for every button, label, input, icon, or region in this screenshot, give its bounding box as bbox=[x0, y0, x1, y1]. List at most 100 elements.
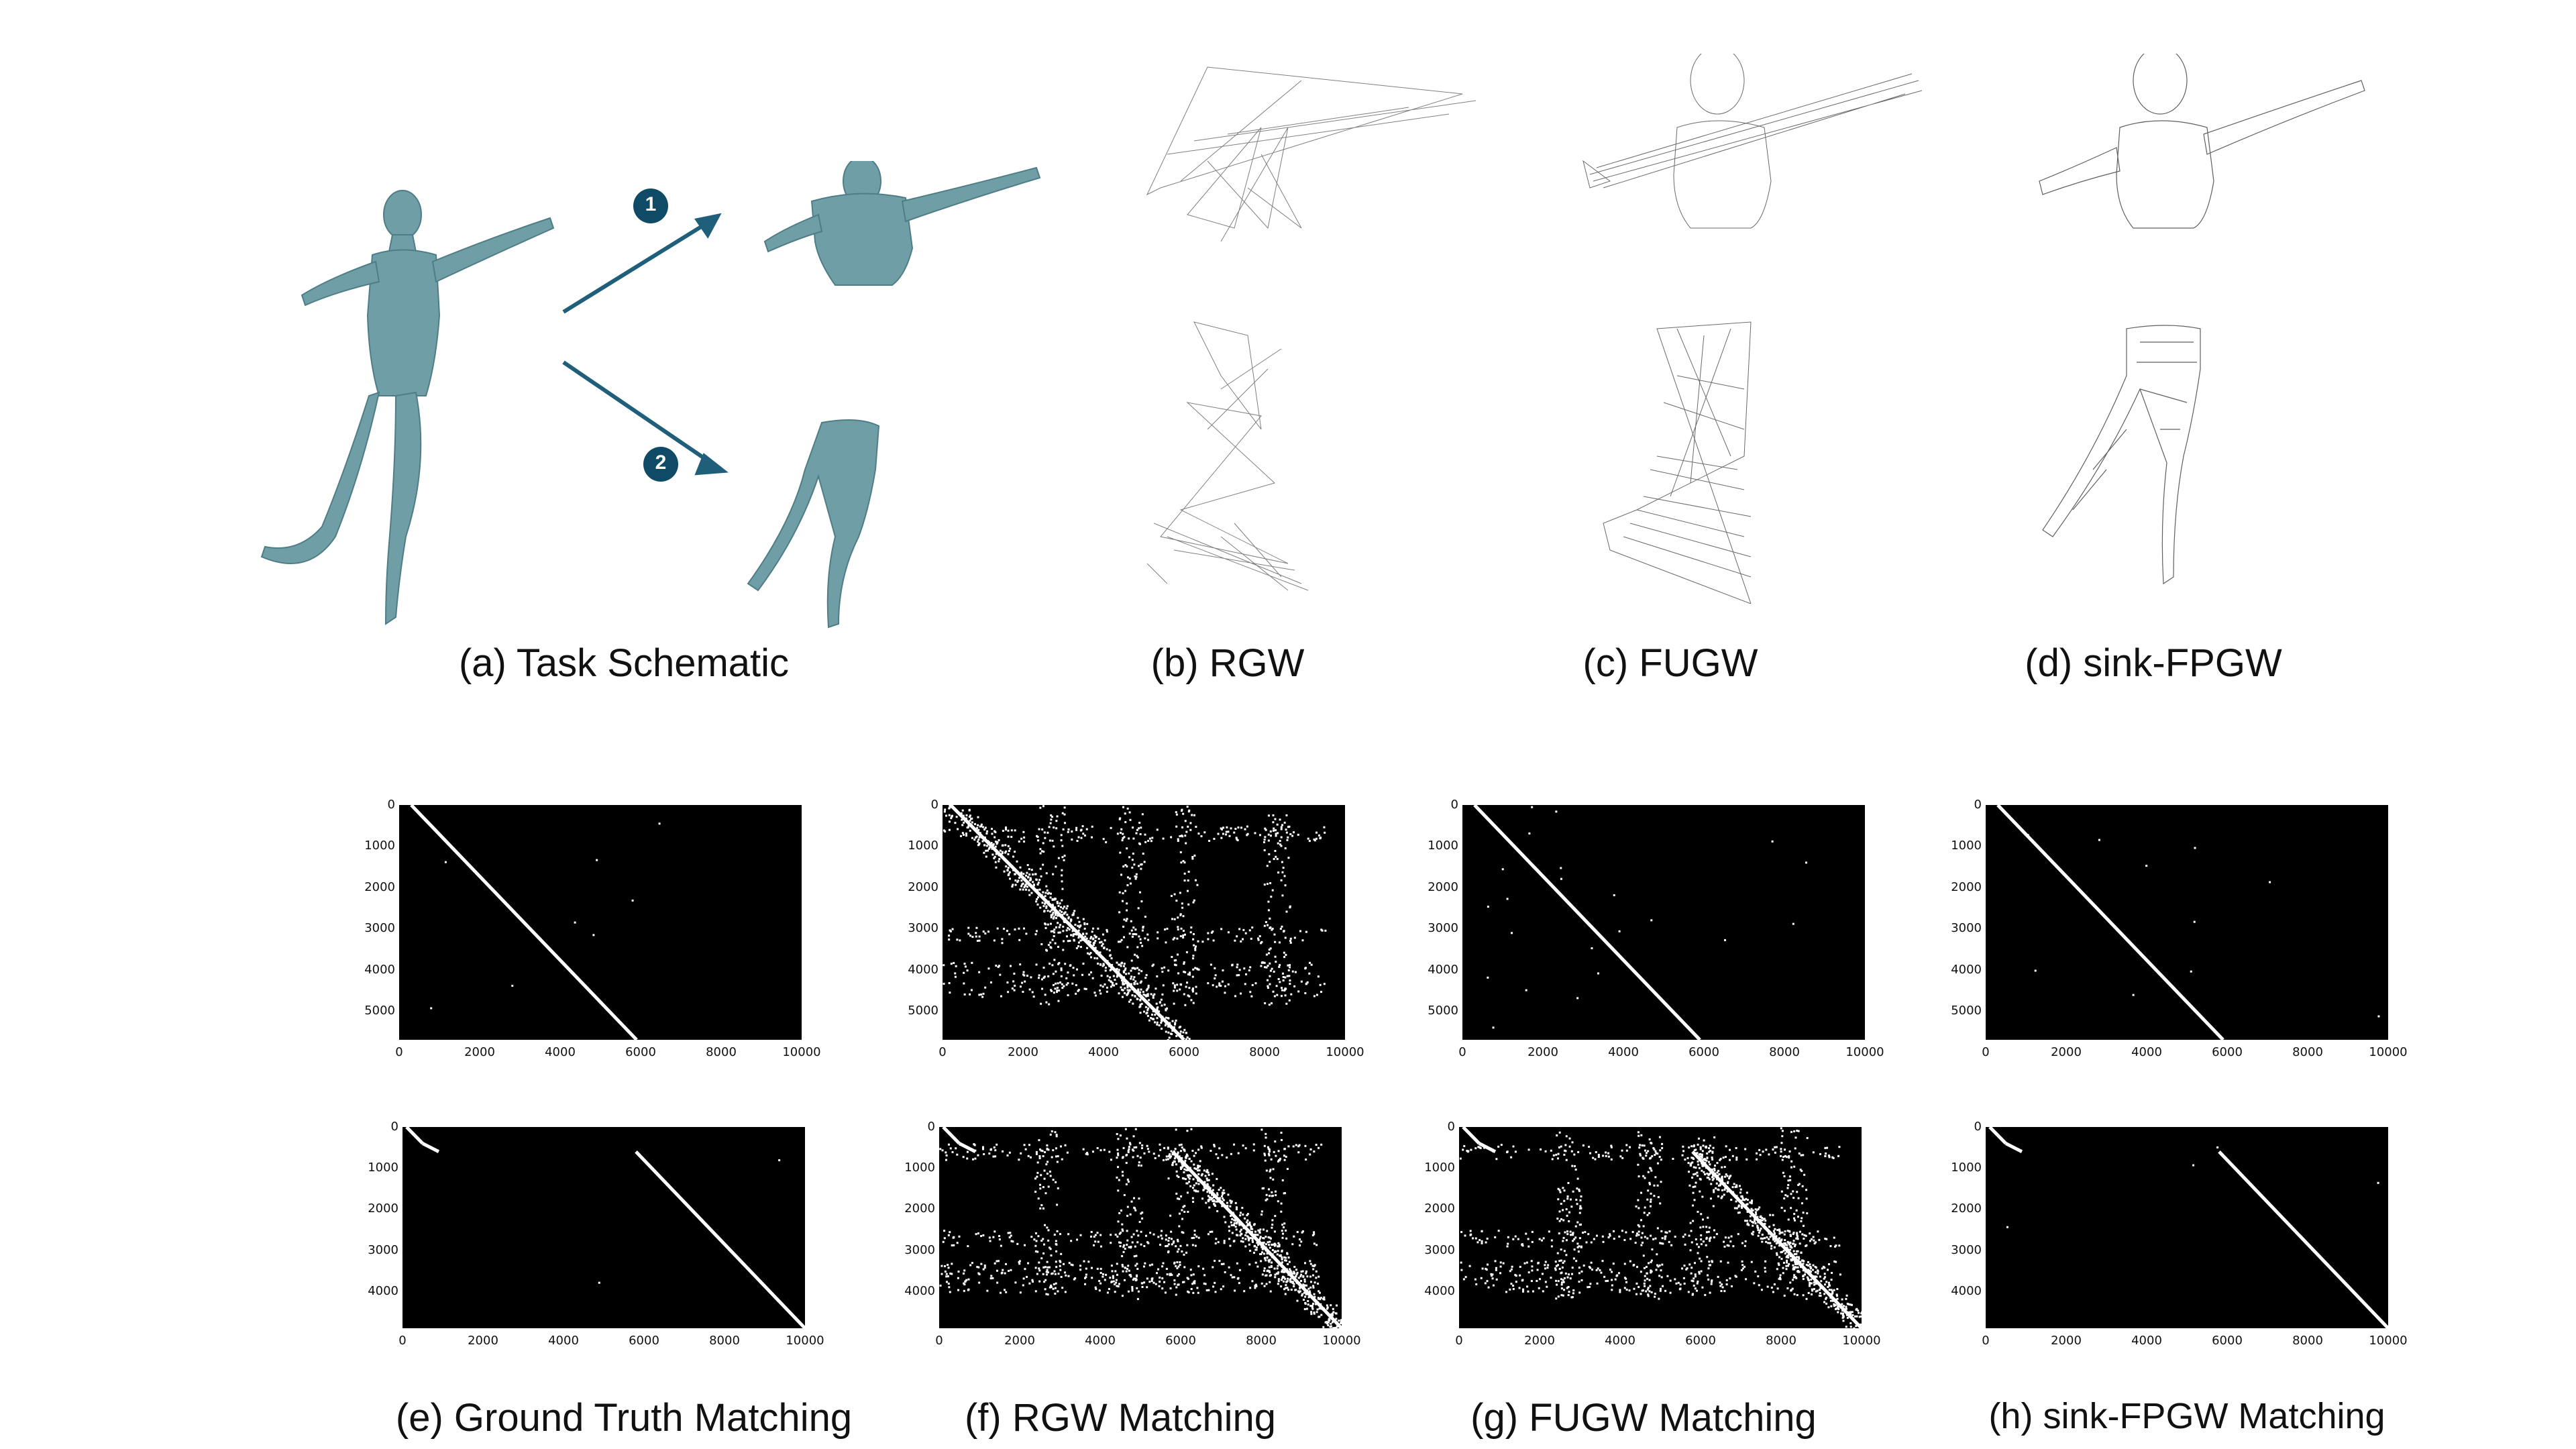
rgw-top-speckle bbox=[1266, 883, 1269, 885]
rgw-bottom-speckle bbox=[1250, 1230, 1253, 1233]
fugw-bottom-speckle bbox=[1704, 1159, 1707, 1161]
rgw-top-ytick-label: 4000 bbox=[908, 962, 938, 977]
fugw-bottom-speckle bbox=[1780, 1242, 1783, 1245]
sink-fpgw-bottom-ytick-label: 1000 bbox=[1951, 1161, 1982, 1175]
fugw-bottom-speckle bbox=[1495, 1158, 1498, 1161]
fugw-bottom-speckle bbox=[1562, 1294, 1564, 1297]
rgw-top-speckle bbox=[1056, 900, 1059, 903]
rgw-bottom-speckle bbox=[1207, 1195, 1210, 1197]
rgw-top-speckle bbox=[1271, 927, 1274, 930]
rgw-top-speckle bbox=[1124, 987, 1126, 989]
fugw-bottom-speckle bbox=[1849, 1322, 1852, 1324]
fugw-bottom-speckle bbox=[1772, 1291, 1774, 1293]
rgw-top-speckle bbox=[1148, 1019, 1150, 1022]
rgw-bottom-speckle bbox=[1102, 1275, 1104, 1278]
rgw-bottom-speckle bbox=[1313, 1311, 1316, 1314]
fugw-bottom-speckle bbox=[1572, 1240, 1574, 1242]
rgw-bottom-speckle bbox=[1009, 1232, 1012, 1234]
fugw-bottom-speckle bbox=[1719, 1285, 1722, 1287]
rgw-bottom-speckle bbox=[1182, 1232, 1185, 1234]
fugw-bottom-speckle bbox=[1819, 1275, 1821, 1278]
rgw-top-speckle bbox=[955, 965, 957, 967]
rgw-bottom-speckle bbox=[1252, 1149, 1255, 1152]
rgw-top-speckle bbox=[1077, 924, 1079, 927]
fugw-bottom-speckle bbox=[1740, 1205, 1743, 1208]
fugw-bottom-speckle bbox=[1794, 1136, 1797, 1139]
rgw-bottom-speckle bbox=[1191, 1197, 1194, 1199]
rgw-top-speckle bbox=[1188, 995, 1191, 998]
fugw-bottom-speckle bbox=[1786, 1248, 1789, 1251]
rgw-bottom-speckle bbox=[1285, 1237, 1288, 1240]
rgw-bottom-speckle bbox=[1313, 1242, 1316, 1245]
rgw-top-speckle bbox=[1053, 916, 1055, 918]
rgw-top-speckle bbox=[1269, 861, 1271, 863]
fugw-bottom-speckle bbox=[1656, 1152, 1659, 1155]
rgw-bottom-speckle bbox=[1127, 1290, 1130, 1293]
rgw-top-speckle bbox=[1188, 971, 1191, 974]
rgw-top-speckle bbox=[1124, 890, 1127, 892]
fugw-bottom-speckle bbox=[1697, 1160, 1699, 1163]
fugw-bottom-speckle bbox=[1785, 1256, 1788, 1258]
rgw-top-speckle bbox=[1052, 930, 1055, 932]
fugw-bottom-speckle bbox=[1644, 1177, 1646, 1179]
rgw-bottom-speckle bbox=[1189, 1167, 1191, 1169]
rgw-top-speckle bbox=[1141, 945, 1144, 947]
rgw-top-speckle bbox=[1272, 821, 1275, 824]
sink-fpgw-top-speckle bbox=[2190, 970, 2192, 973]
rgw-top-speckle bbox=[1131, 994, 1134, 997]
rgw-top-speckle bbox=[1022, 873, 1025, 875]
fugw-bottom-speckle bbox=[1640, 1271, 1642, 1273]
rgw-top-speckle bbox=[1140, 988, 1142, 991]
rgw-top-speckle bbox=[1109, 954, 1112, 957]
rgw-bottom-speckle bbox=[993, 1146, 996, 1148]
rgw-bottom-speckle bbox=[1295, 1144, 1297, 1146]
rgw-top-speckle bbox=[1172, 982, 1175, 985]
fugw-bottom-speckle bbox=[1527, 1245, 1530, 1248]
rgw-top-speckle bbox=[1122, 837, 1124, 840]
rgw-bottom-speckle bbox=[1215, 1200, 1218, 1203]
rgw-top-speckle bbox=[1244, 932, 1247, 934]
rgw-bottom-speckle bbox=[1259, 1228, 1262, 1231]
fugw-bottom-speckle bbox=[1551, 1158, 1554, 1161]
rgw-bottom-speckle bbox=[1265, 1132, 1267, 1135]
ground-truth-top-speckle bbox=[511, 984, 514, 987]
rgw-bottom-speckle bbox=[1320, 1143, 1323, 1146]
fugw-bottom-speckle bbox=[1541, 1273, 1544, 1275]
rgw-top-speckle bbox=[1251, 983, 1254, 986]
fugw-bottom-speckle bbox=[1705, 1244, 1707, 1246]
fugw-bottom-speckle bbox=[1587, 1233, 1590, 1236]
rgw-top-speckle bbox=[1125, 973, 1128, 975]
rgw-bottom-speckle bbox=[1193, 1184, 1195, 1187]
rgw-bottom-speckle bbox=[1313, 1231, 1316, 1234]
rgw-bottom-speckle bbox=[1192, 1273, 1195, 1276]
fugw-bottom-speckle bbox=[1787, 1242, 1790, 1244]
rgw-bottom-speckle bbox=[1193, 1167, 1196, 1170]
fugw-bottom-speckle bbox=[1785, 1250, 1788, 1253]
rgw-bottom-speckle bbox=[1161, 1287, 1164, 1290]
rgw-top-speckle bbox=[1157, 1006, 1159, 1009]
fugw-bottom-speckle bbox=[1477, 1146, 1480, 1148]
rgw-bottom-speckle bbox=[1124, 1248, 1126, 1250]
rgw-top-speckle bbox=[1044, 892, 1047, 894]
rgw-top-speckle bbox=[1093, 934, 1096, 937]
rgw-top-speckle bbox=[1057, 963, 1060, 965]
rgw-bottom-speckle bbox=[977, 1266, 980, 1269]
rgw-bottom-speckle bbox=[1251, 1237, 1254, 1240]
rgw-bottom-speckle bbox=[1116, 1263, 1118, 1265]
rgw-bottom-speckle bbox=[963, 1282, 965, 1285]
fugw-bottom-speckle bbox=[1705, 1145, 1707, 1148]
fugw-bottom-speckle bbox=[1544, 1281, 1547, 1283]
rgw-top-speckle bbox=[1280, 828, 1283, 830]
rgw-top-speckle bbox=[986, 849, 989, 852]
fugw-bottom-speckle bbox=[1527, 1148, 1530, 1151]
fugw-bottom-speckle bbox=[1764, 1267, 1766, 1269]
rgw-top-speckle bbox=[1026, 864, 1029, 867]
rgw-bottom-speckle bbox=[1055, 1155, 1057, 1158]
fugw-bottom-speckle bbox=[1786, 1187, 1789, 1189]
fugw-bottom-speckle bbox=[1640, 1293, 1642, 1295]
rgw-top-speckle bbox=[1126, 946, 1129, 949]
rgw-bottom-speckle bbox=[1281, 1271, 1283, 1273]
fugw-bottom-speckle bbox=[1795, 1259, 1798, 1262]
rgw-top-speckle bbox=[1185, 830, 1188, 833]
fugw-bottom-speckle bbox=[1856, 1307, 1858, 1310]
